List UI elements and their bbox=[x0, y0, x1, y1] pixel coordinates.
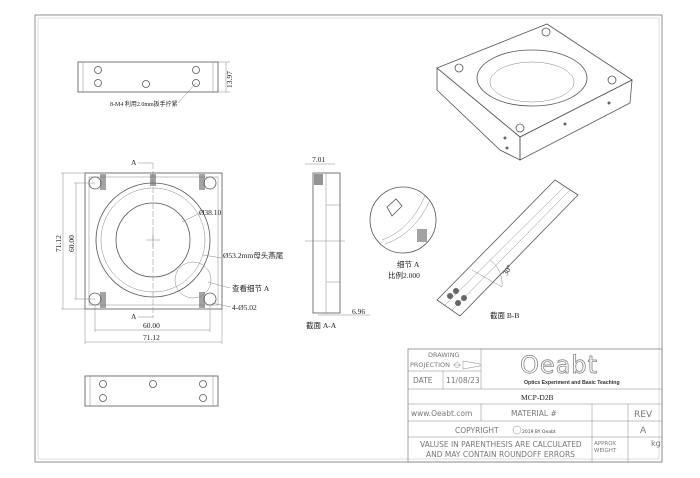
inner-diameter-dim: Ø38.10 bbox=[199, 208, 222, 217]
isometric-view bbox=[436, 23, 633, 161]
top-view: 8-M4 利用2.0mm扳手拧紧 13.97 bbox=[77, 61, 234, 108]
part-number: MCP-D2B bbox=[521, 393, 554, 402]
section-b-b: 30° 截面 B-B bbox=[436, 179, 579, 320]
rev-value: A bbox=[640, 426, 647, 436]
weight-label2: WEIGHT bbox=[594, 448, 617, 454]
dovetail-dim: Ø53.2mm母头燕尾 bbox=[223, 250, 284, 260]
height-dim: 71.12 bbox=[54, 235, 63, 252]
projection-symbol-icon bbox=[453, 360, 481, 370]
detail-a-scale: 比例2.000 bbox=[388, 270, 420, 280]
logo-tagline: Optics Experiment and Basic Teaching bbox=[524, 380, 620, 386]
hole-spacing-h-dim: 60.00 bbox=[143, 321, 160, 330]
drawing-frame bbox=[34, 14, 663, 463]
material-label: MATERIAL # bbox=[511, 409, 557, 418]
rev-label: REV bbox=[634, 410, 653, 420]
copyright-label: COPYRIGHT bbox=[455, 426, 499, 435]
drawing-inner-frame bbox=[37, 17, 660, 460]
date-label: DATE bbox=[413, 376, 433, 385]
drawing-label: DRAWING bbox=[428, 351, 460, 359]
section-bb-label: 截面 B-B bbox=[490, 310, 519, 320]
section-mark-bottom: A bbox=[131, 312, 137, 321]
company-logo: Oeabt bbox=[520, 351, 598, 379]
top-view-note: 8-M4 利用2.0mm扳手拧紧 bbox=[110, 100, 178, 108]
copyright-year: 2019 BY Oeabt bbox=[522, 429, 556, 435]
disclaimer-line2: AND MAY CONTAIN ROUNDOFF ERRORS bbox=[426, 450, 575, 459]
holes-dim: 4-Ø5.02 bbox=[232, 303, 257, 312]
copyright-icon bbox=[512, 425, 522, 435]
bottom-view bbox=[84, 375, 219, 407]
section-mark-top: A bbox=[131, 158, 137, 167]
website: www.Oeabt.com bbox=[411, 409, 472, 418]
title-block: DRAWING PROJECTION DATE 11/08/23 Oeabt O… bbox=[407, 348, 663, 463]
section-a-a: 7.01 6.96 截面 A-A bbox=[305, 155, 370, 330]
front-view: A A Ø38.10 Ø53.2mm母头燕尾 查看细节 A 4-Ø5.02 60… bbox=[54, 158, 284, 344]
detail-callout: 查看细节 A bbox=[232, 283, 270, 293]
weight-unit: kg bbox=[651, 439, 661, 448]
projection-label: PROJECTION bbox=[410, 361, 450, 369]
section-aa-label: 截面 A-A bbox=[306, 320, 337, 330]
top-dim: 7.01 bbox=[312, 155, 325, 164]
weight-label1: APPROX bbox=[594, 441, 616, 447]
detail-a: 细节 A 比例2.000 bbox=[369, 186, 437, 280]
disclaimer-line1: VALUSE IN PARENTHESIS ARE CALCULATED bbox=[420, 440, 582, 449]
bottom-dim: 6.96 bbox=[352, 307, 365, 316]
width-dim: 71.12 bbox=[143, 333, 160, 342]
date-value: 11/08/23 bbox=[446, 376, 480, 385]
thickness-dim: 13.97 bbox=[225, 71, 234, 88]
angle-dim: 30° bbox=[501, 263, 514, 277]
hole-spacing-v-dim: 60.00 bbox=[67, 235, 76, 252]
detail-a-label: 细节 A bbox=[397, 259, 420, 269]
